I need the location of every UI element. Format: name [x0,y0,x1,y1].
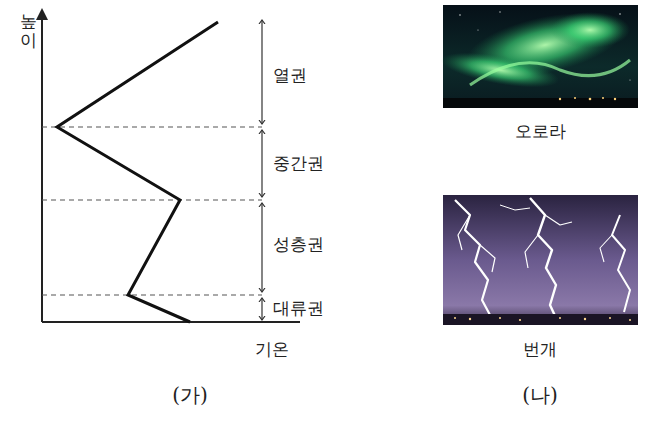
layer-boundaries [42,127,262,295]
height-axis [41,14,43,322]
layer-extent-arrows [261,20,262,320]
layer-name: 열권 [271,65,309,85]
axis-label: 기온 [255,339,289,359]
photo-caption: 번개 [523,339,557,359]
photo-caption: 오로라 [515,121,566,141]
aurora-photo [438,1,638,108]
layer-name: 대류권 [271,298,326,318]
axis-label: 높이 [20,12,37,49]
layer-name: 성층권 [271,234,326,254]
temperature-axis [42,321,300,323]
panel-label: (가) [172,383,208,407]
lightning-photo [443,195,638,325]
layer-name: 중간권 [271,153,326,173]
temperature-profile [57,22,218,322]
panel-label: (나) [522,383,558,407]
axes [42,14,300,322]
